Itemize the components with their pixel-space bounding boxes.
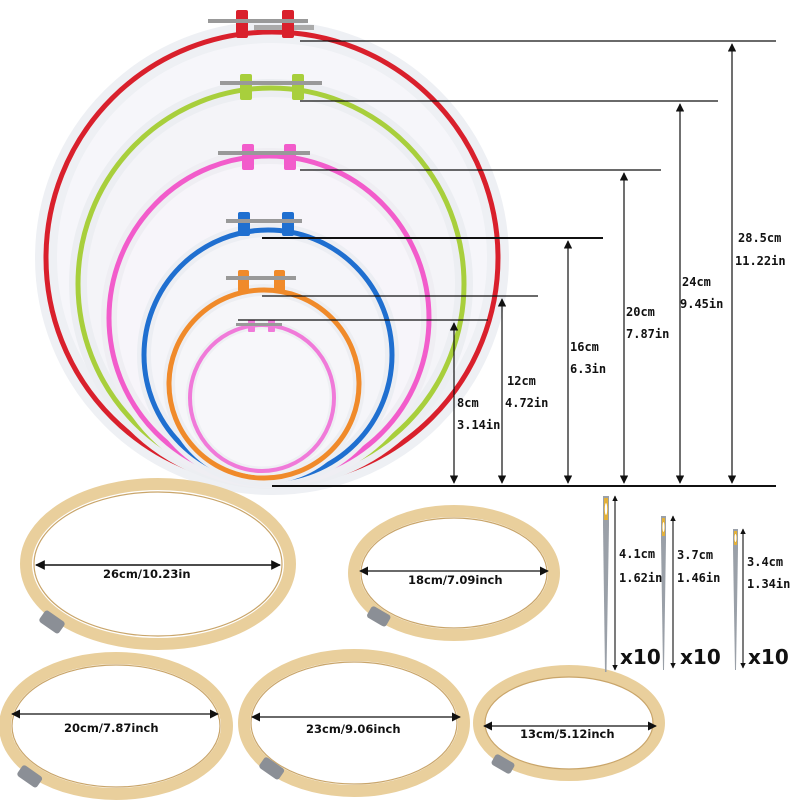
needle-1-inch: 1.62in bbox=[619, 571, 662, 585]
plastic-dimension-labels: 28.5cm 11.22in 24cm 9.45in 20cm 7.87in 1… bbox=[457, 231, 786, 432]
dim-label-light-pink-inch: 3.14in bbox=[457, 418, 500, 432]
needle-3-qty: x10 bbox=[748, 645, 789, 669]
bamboo-label-20: 20cm/7.87inch bbox=[64, 721, 159, 735]
needle-1: 4.1cm 1.62in x10 bbox=[603, 495, 662, 672]
bamboo-hoop-13: 13cm/5.12inch bbox=[473, 665, 665, 781]
hoop-light-pink bbox=[185, 320, 339, 476]
dim-label-pink-inch: 7.87in bbox=[626, 327, 669, 341]
needle-2-inch: 1.46in bbox=[677, 571, 720, 585]
needle-2: 3.7cm 1.46in x10 bbox=[661, 515, 721, 670]
bamboo-hoop-23: 23cm/9.06inch bbox=[238, 649, 470, 797]
bamboo-label-23: 23cm/9.06inch bbox=[306, 722, 401, 736]
needle-3-inch: 1.34in bbox=[747, 577, 790, 591]
needle-2-qty: x10 bbox=[680, 645, 721, 669]
needle-1-cm: 4.1cm bbox=[619, 547, 655, 561]
bamboo-hoop-20: 20cm/7.87inch bbox=[0, 652, 233, 800]
dim-label-orange-cm: 12cm bbox=[507, 374, 536, 388]
bamboo-hoops: 26cm/10.23in 18cm/7.09inch 20cm/7.87inch… bbox=[0, 478, 665, 800]
dim-label-green-cm: 24cm bbox=[682, 275, 711, 289]
needle-2-cm: 3.7cm bbox=[677, 548, 713, 562]
dim-label-red-cm: 28.5cm bbox=[738, 231, 781, 245]
bamboo-label-26: 26cm/10.23in bbox=[103, 567, 191, 581]
needle-3-cm: 3.4cm bbox=[747, 555, 783, 569]
dim-label-green-inch: 9.45in bbox=[680, 297, 723, 311]
dim-label-orange-inch: 4.72in bbox=[505, 396, 548, 410]
dim-label-red-inch: 11.22in bbox=[735, 254, 786, 268]
bamboo-label-13: 13cm/5.12inch bbox=[520, 727, 615, 741]
dim-label-pink-cm: 20cm bbox=[626, 305, 655, 319]
bamboo-label-18: 18cm/7.09inch bbox=[408, 573, 503, 587]
bamboo-hoop-26: 26cm/10.23in bbox=[20, 478, 296, 650]
needle-3: 3.4cm 1.34in x10 bbox=[733, 528, 790, 670]
needle-1-qty: x10 bbox=[620, 645, 661, 669]
dim-label-light-pink-cm: 8cm bbox=[457, 396, 479, 410]
plastic-hoops bbox=[35, 10, 509, 495]
dim-label-blue-inch: 6.3in bbox=[570, 362, 606, 376]
bamboo-hoop-18: 18cm/7.09inch bbox=[348, 505, 560, 641]
dim-label-blue-cm: 16cm bbox=[570, 340, 599, 354]
needles: 4.1cm 1.62in x10 3.7cm 1.46in x10 3.4cm … bbox=[603, 495, 790, 672]
plastic-dimension-lines bbox=[238, 40, 776, 487]
